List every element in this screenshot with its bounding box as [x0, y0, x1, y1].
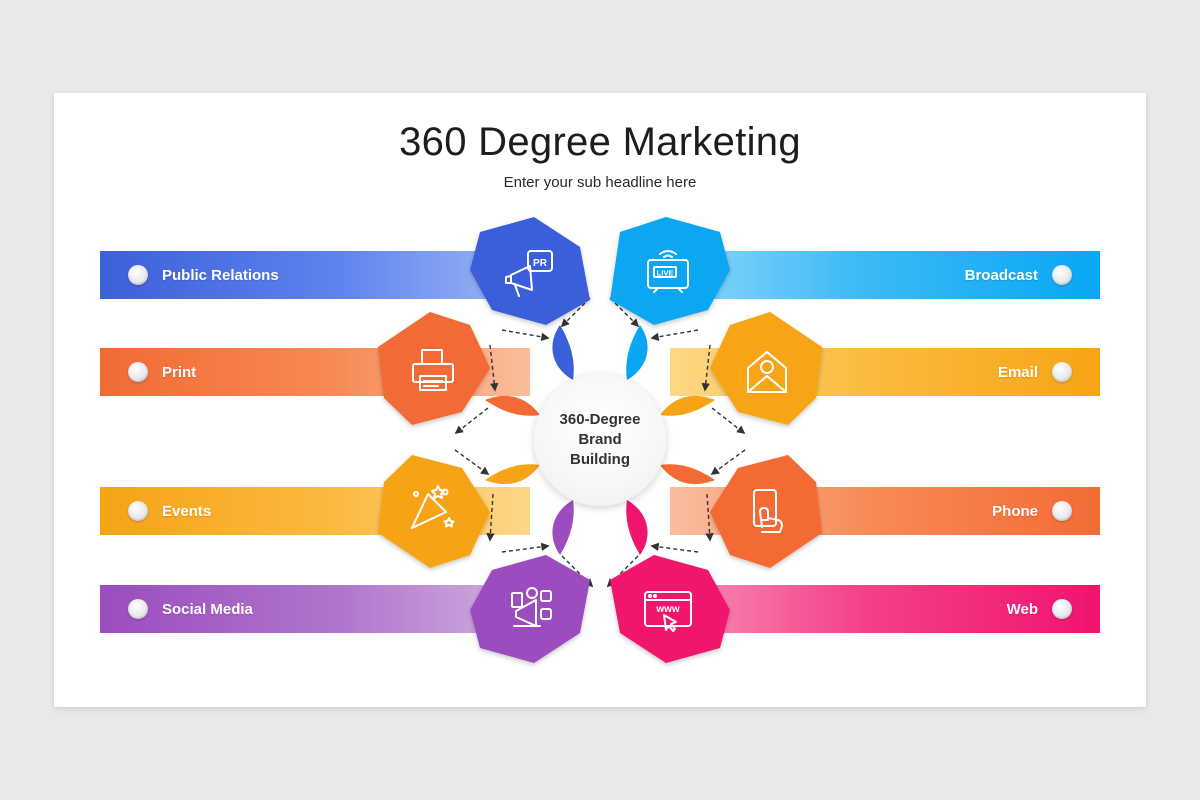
hub-line-1: 360-Degree — [559, 411, 641, 428]
printer-icon — [412, 349, 454, 391]
petal-broadcast — [626, 325, 648, 380]
hub-circle: 360-Degree Brand Building — [534, 374, 666, 506]
arrow-5 — [489, 344, 499, 392]
arrow-1 — [501, 329, 550, 341]
arrow-6 — [701, 344, 711, 392]
band-label: Email — [997, 363, 1038, 381]
band-label: Social Media — [162, 600, 253, 618]
hex-email — [710, 312, 822, 425]
band-label: Phone — [992, 502, 1038, 520]
band-label: Public Relations — [162, 266, 279, 284]
band-web: Web — [670, 585, 1100, 633]
pr-icon-text: PR — [533, 258, 548, 269]
flow-arrows — [454, 297, 746, 588]
petal-social-media — [552, 500, 574, 555]
browser-www-icon — [644, 591, 692, 632]
radio-dot — [1052, 501, 1072, 521]
band-public-relations: Public Relations — [100, 251, 530, 299]
arrow-12 — [705, 493, 714, 542]
band-label: Broadcast — [964, 266, 1038, 284]
hub-line-2: Brand — [578, 431, 622, 448]
hex-web — [610, 555, 730, 663]
arrow-13 — [501, 542, 550, 553]
envelope-icon — [747, 351, 787, 393]
hexagons — [378, 217, 822, 663]
radio-dot — [1052, 362, 1072, 382]
page-title: 360 Degree Marketing — [399, 120, 801, 164]
page-subtitle: Enter your sub headline here — [503, 174, 697, 191]
band-label: Print — [162, 363, 197, 381]
social-megaphone-icon — [511, 587, 552, 627]
hub-line-3: Building — [570, 451, 630, 468]
radio-dot — [128, 362, 148, 382]
hex-social-media — [470, 555, 590, 663]
petals — [485, 325, 715, 555]
hub-text: 360-Degree Brand Building — [540, 410, 660, 470]
band-label: Events — [162, 502, 212, 520]
party-popper-icon — [411, 485, 455, 529]
petal-phone — [660, 464, 715, 485]
live-tv-icon — [647, 250, 689, 293]
hex-broadcast — [610, 217, 730, 325]
arrow-4 — [650, 329, 699, 341]
band-social-media: Social Media — [100, 585, 530, 633]
megaphone-pr-icon — [505, 250, 553, 297]
petal-web — [626, 500, 648, 555]
arrow-14 — [650, 542, 699, 553]
band-broadcast: Broadcast — [670, 251, 1100, 299]
radio-dot — [128, 501, 148, 521]
radio-dot — [128, 265, 148, 285]
radio-dot — [128, 599, 148, 619]
petal-email — [660, 395, 715, 416]
www-icon-text: www — [655, 604, 680, 615]
petal-events — [485, 464, 540, 485]
hex-events — [378, 455, 490, 568]
hex-print — [378, 312, 490, 425]
arrow-11 — [486, 493, 495, 542]
hex-phone — [710, 455, 822, 568]
radio-dot — [1052, 599, 1072, 619]
petal-print — [485, 395, 540, 416]
petal-public-relations — [552, 325, 574, 380]
radio-dot — [1052, 265, 1072, 285]
smartphone-touch-icon — [753, 489, 783, 533]
live-icon-text: LIVE — [657, 269, 674, 278]
band-label: Web — [1006, 600, 1038, 618]
